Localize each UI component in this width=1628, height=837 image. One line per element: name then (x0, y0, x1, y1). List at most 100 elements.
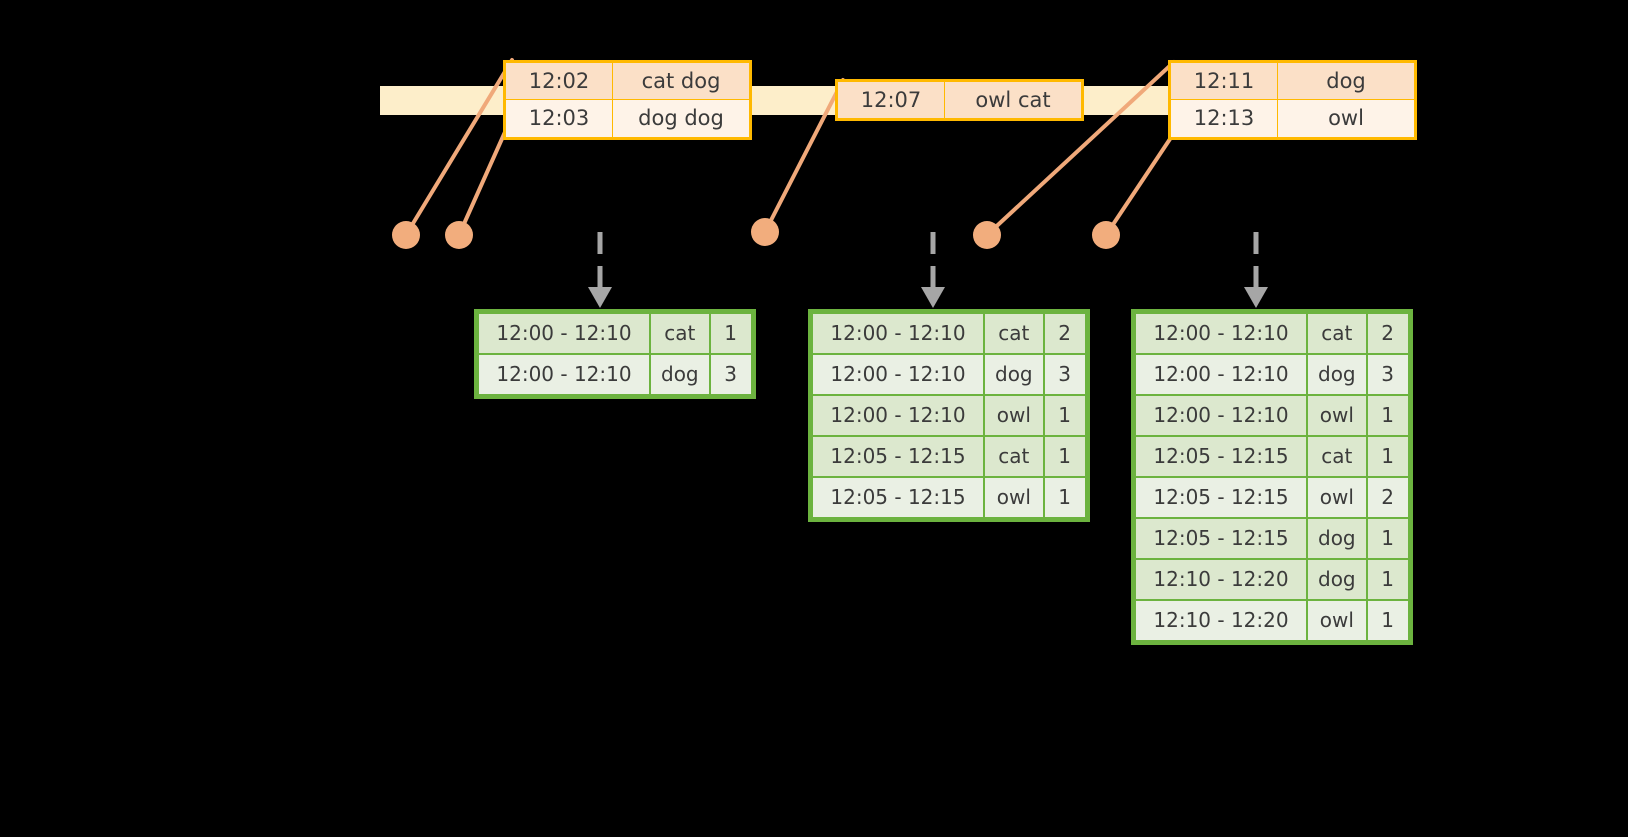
result-window-cell: 12:00 - 12:10 (1136, 355, 1306, 394)
result-window-cell: 12:00 - 12:10 (813, 355, 983, 394)
event-dot-3 (751, 218, 779, 246)
result-key-cell: cat (985, 437, 1043, 476)
event-dots (392, 218, 1120, 249)
event-time-cell: 12:03 (504, 99, 613, 139)
result-key-cell: cat (651, 314, 709, 353)
connector-1 (404, 58, 514, 237)
event-dot-4 (973, 221, 1001, 249)
connector-5 (1104, 128, 1178, 237)
down-arrow-1 (588, 232, 612, 308)
result-key-cell: dog (985, 355, 1043, 394)
result-count-cell: 2 (1044, 314, 1085, 353)
down-arrow-3 (1244, 232, 1268, 308)
event-payload-cell: dog (1277, 60, 1416, 101)
result-key-cell: owl (1308, 478, 1366, 517)
result-count-cell: 3 (710, 355, 751, 394)
result-count-cell: 2 (1367, 478, 1408, 517)
event-dot-5 (1092, 221, 1120, 249)
result-key-cell: dog (1308, 355, 1366, 394)
result-window-cell: 12:05 - 12:15 (1136, 519, 1306, 558)
connector-2 (457, 130, 507, 237)
result-count-cell: 1 (1367, 437, 1408, 476)
event-payload-cell: dog dog (612, 99, 751, 139)
result-count-cell: 1 (1367, 396, 1408, 435)
result-count-cell: 1 (1367, 601, 1408, 640)
event-time-cell: 12:02 (504, 60, 613, 101)
result-key-cell: dog (1308, 519, 1366, 558)
result-window-cell: 12:00 - 12:10 (1136, 314, 1306, 353)
result-window-cell: 12:05 - 12:15 (813, 437, 983, 476)
result-key-cell: owl (1308, 601, 1366, 640)
result-window-cell: 12:10 - 12:20 (1136, 560, 1306, 599)
event-payload-cell: cat dog (612, 60, 751, 101)
result-window-cell: 12:10 - 12:20 (1136, 601, 1306, 640)
result-window-cell: 12:00 - 12:10 (813, 314, 983, 353)
result-window-cell: 12:05 - 12:15 (1136, 478, 1306, 517)
result-count-cell: 3 (1044, 355, 1085, 394)
down-arrows (588, 232, 1268, 308)
result-count-cell: 1 (1367, 519, 1408, 558)
result-key-cell: cat (1308, 314, 1366, 353)
result-count-cell: 1 (1044, 396, 1085, 435)
down-arrow-2 (921, 232, 945, 308)
event-dot-1 (392, 221, 420, 249)
event-time-cell: 12:11 (1169, 60, 1278, 101)
result-count-cell: 1 (1367, 560, 1408, 599)
result-count-cell: 3 (1367, 355, 1408, 394)
result-key-cell: dog (1308, 560, 1366, 599)
result-key-cell: dog (651, 355, 709, 394)
result-window-cell: 12:00 - 12:10 (813, 396, 983, 435)
event-payload-cell: owl cat (944, 79, 1083, 121)
result-window-cell: 12:05 - 12:15 (1136, 437, 1306, 476)
result-key-cell: owl (1308, 396, 1366, 435)
result-count-cell: 1 (1044, 437, 1085, 476)
result-window-cell: 12:00 - 12:10 (479, 355, 649, 394)
result-key-cell: owl (985, 478, 1043, 517)
result-window-cell: 12:05 - 12:15 (813, 478, 983, 517)
result-window-cell: 12:00 - 12:10 (1136, 396, 1306, 435)
event-payload-cell: owl (1277, 99, 1416, 139)
result-count-cell: 1 (710, 314, 751, 353)
event-time-cell: 12:07 (836, 79, 945, 121)
result-key-cell: owl (985, 396, 1043, 435)
result-count-cell: 1 (1044, 478, 1085, 517)
result-window-cell: 12:00 - 12:10 (479, 314, 649, 353)
connector-3 (763, 78, 845, 234)
result-key-cell: cat (1308, 437, 1366, 476)
result-count-cell: 2 (1367, 314, 1408, 353)
event-dot-2 (445, 221, 473, 249)
